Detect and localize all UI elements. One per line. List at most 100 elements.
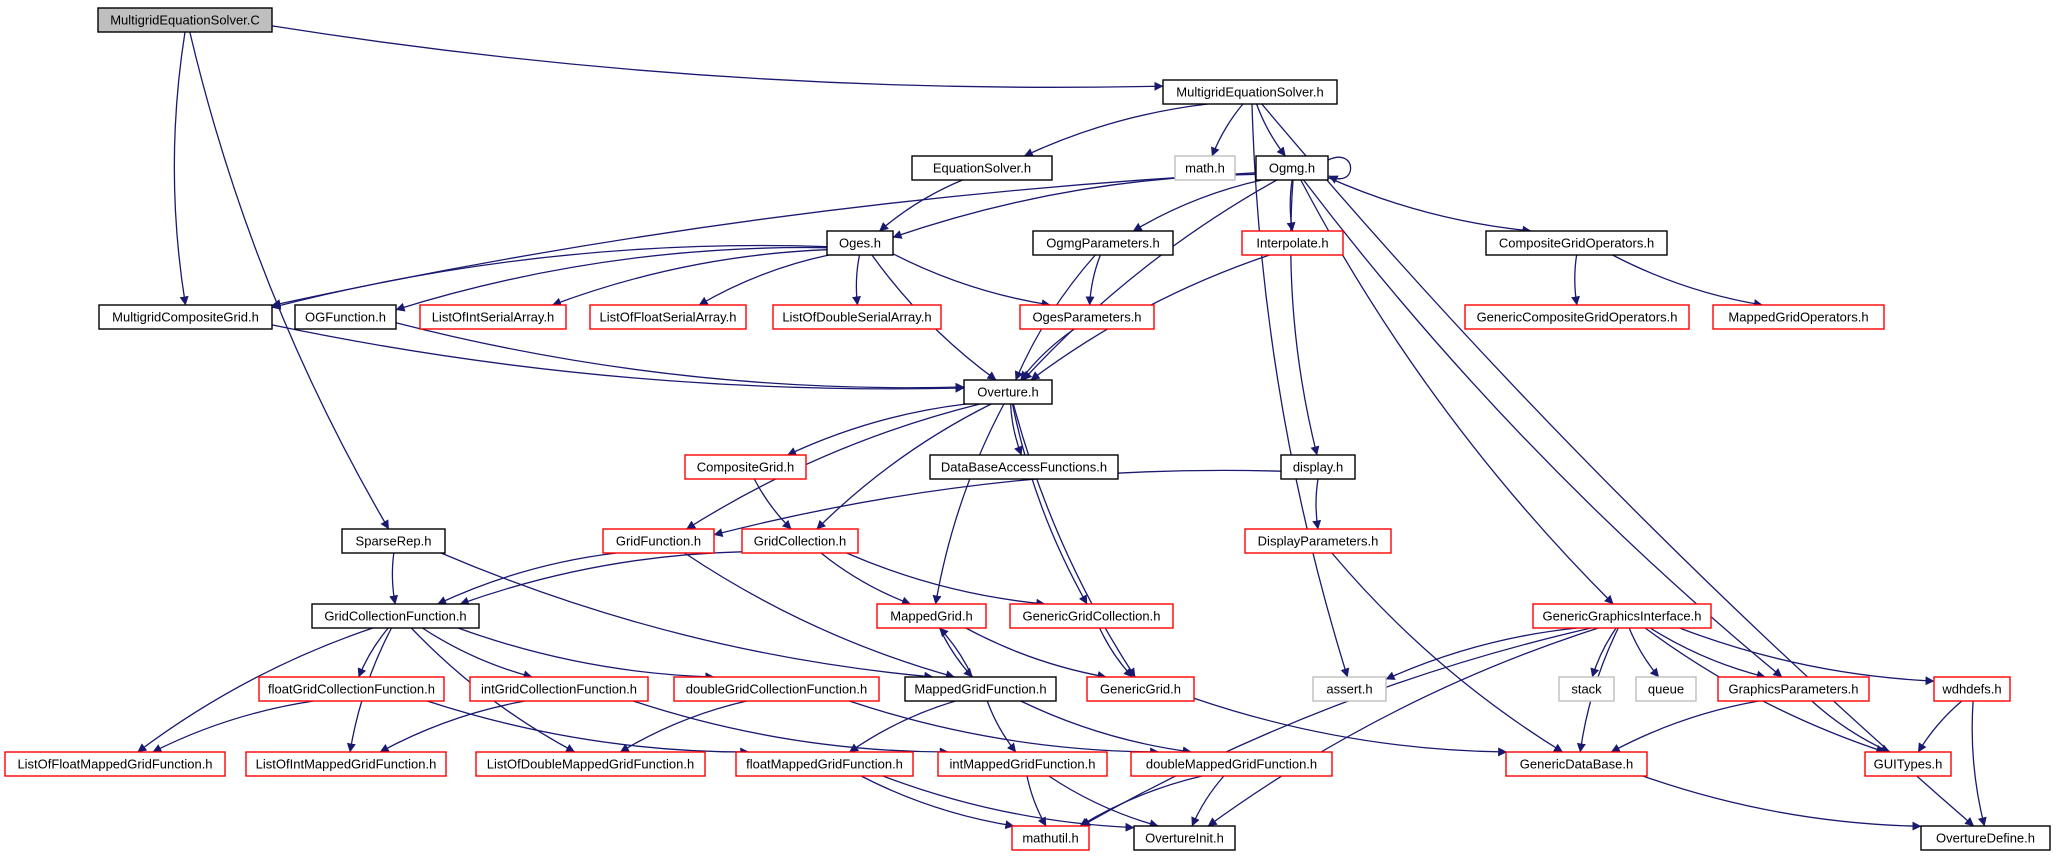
dependency-edge-n18-n23: [753, 478, 792, 530]
node-label: GenericGridCollection.h: [1022, 609, 1160, 624]
node-label: intGridCollectionFunction.h: [481, 682, 637, 697]
dependency-edge-n17-n27: [1011, 403, 1088, 605]
node-multigridequationsolver-h[interactable]: MultigridEquationSolver.h: [1162, 79, 1338, 105]
node-wdhdefs-h[interactable]: wdhdefs.h: [1933, 676, 2011, 702]
node-sparserep-h[interactable]: SparseRep.h: [341, 528, 446, 554]
node-listofdoubleserialarray-h[interactable]: ListOfDoubleSerialArray.h: [772, 304, 942, 330]
node-doublemappedgridfunction-h[interactable]: doubleMappedGridFunction.h: [1130, 751, 1333, 777]
node-ogmgparameters-h[interactable]: OgmgParameters.h: [1032, 230, 1174, 256]
dependency-edge-n17-n26: [932, 403, 1005, 605]
node-databaseaccessfunctions-h[interactable]: DataBaseAccessFunctions.h: [929, 454, 1119, 480]
node-genericcompositegridoperators-h[interactable]: GenericCompositeGridOperators.h: [1464, 304, 1690, 330]
node-label: GUITypes.h: [1874, 757, 1943, 772]
node-label: MappedGridOperators.h: [1728, 310, 1868, 325]
dependency-edge-n4-n20: [1290, 179, 1320, 456]
node-box: [772, 304, 942, 330]
dependency-edge-n1-n2: [1023, 103, 1208, 157]
dependency-edge-n33-n45: [1193, 697, 1508, 757]
node-box: [1280, 454, 1356, 480]
node-genericgraphicsinterface-h[interactable]: GenericGraphicsInterface.h: [1532, 603, 1712, 629]
node-intgridcollectionfunction-h[interactable]: intGridCollectionFunction.h: [469, 676, 649, 702]
node-interpolate-h[interactable]: Interpolate.h: [1241, 230, 1344, 256]
node-genericgridcollection-h[interactable]: GenericGridCollection.h: [1009, 603, 1174, 629]
node-gridcollection-h[interactable]: GridCollection.h: [741, 528, 859, 554]
node-listoffloatserialarray-h[interactable]: ListOfFloatSerialArray.h: [589, 304, 747, 330]
node-box: [1558, 676, 1615, 702]
node-listofdoublemappedgridfunction-h[interactable]: ListOfDoubleMappedGridFunction.h: [475, 751, 706, 777]
node-box: [1162, 79, 1338, 105]
node-displayparameters-h[interactable]: DisplayParameters.h: [1244, 528, 1392, 554]
dependency-edge-n32-n42: [849, 700, 956, 753]
node-mathutil-h[interactable]: mathutil.h: [1011, 825, 1090, 851]
dependency-edge-n25-n29: [357, 627, 389, 678]
dependency-edge-n28-n47: [1081, 627, 1592, 827]
dependency-edge-n25-n31: [457, 627, 715, 682]
node-guitypes-h[interactable]: GUITypes.h: [1864, 751, 1952, 777]
dependency-edge-n28-n34: [1385, 627, 1578, 680]
node-mappedgridfunction-h[interactable]: MappedGridFunction.h: [904, 676, 1057, 702]
dependency-edge-n23-n26: [820, 552, 911, 606]
node-ogesparameters-h[interactable]: OgesParameters.h: [1019, 304, 1155, 330]
node-label: Interpolate.h: [1256, 236, 1328, 251]
node-multigridcompositegrid-h[interactable]: MultigridCompositeGrid.h: [98, 304, 273, 330]
node-graphicsparameters-h[interactable]: GraphicsParameters.h: [1717, 676, 1870, 702]
node-label: intMappedGridFunction.h: [950, 757, 1096, 772]
node-floatmappedgridfunction-h[interactable]: floatMappedGridFunction.h: [735, 751, 914, 777]
node-box: [341, 528, 446, 554]
node-box: [684, 454, 807, 480]
node-overture-h[interactable]: Overture.h: [963, 379, 1053, 405]
node-box: [419, 304, 567, 330]
node-display-h[interactable]: display.h: [1280, 454, 1356, 480]
dependency-edge-n0-n21: [189, 31, 390, 530]
dependency-edge-n32-n26: [939, 627, 973, 678]
nodes-layer: MultigridEquationSolver.C MultigridEquati…: [4, 7, 2051, 851]
dependency-edge-n1-n34: [1251, 103, 1350, 678]
node-gridfunction-h[interactable]: GridFunction.h: [602, 528, 715, 554]
node-label: GridCollection.h: [754, 534, 847, 549]
node-box: [245, 751, 447, 777]
node-mappedgridoperators-h[interactable]: MappedGridOperators.h: [1712, 304, 1885, 330]
node-label: display.h: [1293, 460, 1343, 475]
node-label: stack: [1571, 682, 1602, 697]
dependency-edge-n29-n42: [426, 700, 750, 757]
dependency-edge-n17-n22: [686, 403, 981, 530]
node-box: [311, 603, 480, 629]
node-compositegridoperators-h[interactable]: CompositeGridOperators.h: [1485, 230, 1668, 256]
node-floatgridcollectionfunction-h[interactable]: floatGridCollectionFunction.h: [258, 676, 445, 702]
dependency-edge-n5-n10: [395, 246, 828, 312]
node-genericdatabase-h[interactable]: GenericDataBase.h: [1505, 751, 1648, 777]
node-compositegrid-h[interactable]: CompositeGrid.h: [684, 454, 807, 480]
node-intmappedgridfunction-h[interactable]: intMappedGridFunction.h: [937, 751, 1108, 777]
dependency-edge-n45-n49: [1642, 775, 1922, 831]
node-box: [1485, 230, 1668, 256]
dependency-edge-n5-n14: [892, 253, 1051, 309]
node-ogmg-h[interactable]: Ogmg.h: [1255, 155, 1329, 181]
node-label: GridFunction.h: [616, 534, 701, 549]
node-doublegridcollectionfunction-h[interactable]: doubleGridCollectionFunction.h: [673, 676, 880, 702]
node-gridcollectionfunction-h[interactable]: GridCollectionFunction.h: [311, 603, 480, 629]
dependency-edge-n1-n3: [1211, 103, 1244, 157]
dependency-edge-n37-n45: [1610, 700, 1759, 753]
node-listofintmappedgridfunction-h[interactable]: ListOfIntMappedGridFunction.h: [245, 751, 447, 777]
node-ogfunction-h[interactable]: OGFunction.h: [294, 304, 397, 330]
node-box: [1532, 603, 1712, 629]
node-multigridequationsolver-c[interactable]: MultigridEquationSolver.C: [97, 7, 273, 33]
node-equationsolver-h[interactable]: EquationSolver.h: [911, 155, 1053, 181]
node-listoffloatmappedgridfunction-h[interactable]: ListOfFloatMappedGridFunction.h: [4, 751, 226, 777]
dependency-edge-n42-n47: [860, 775, 1015, 830]
dependency-edge-n43-n48: [1048, 775, 1159, 829]
node-overturedefine-h[interactable]: OvertureDefine.h: [1920, 825, 2051, 851]
node-mappedgrid-h[interactable]: MappedGrid.h: [876, 603, 987, 629]
node-label: floatMappedGridFunction.h: [746, 757, 903, 772]
node-overtureinit-h[interactable]: OvertureInit.h: [1133, 825, 1236, 851]
node-box: [1712, 304, 1885, 330]
node-genericgrid-h[interactable]: GenericGrid.h: [1086, 676, 1195, 702]
node-label: GridCollectionFunction.h: [324, 609, 466, 624]
dependency-edge-n17-n23: [816, 403, 992, 530]
node-box: [741, 528, 859, 554]
node-listofintserialarray-h[interactable]: ListOfIntSerialArray.h: [419, 304, 567, 330]
dependency-edge-n22-n32: [684, 552, 955, 680]
dependency-edge-n4-n4: [1327, 156, 1352, 184]
node-oges-h[interactable]: Oges.h: [826, 230, 894, 256]
